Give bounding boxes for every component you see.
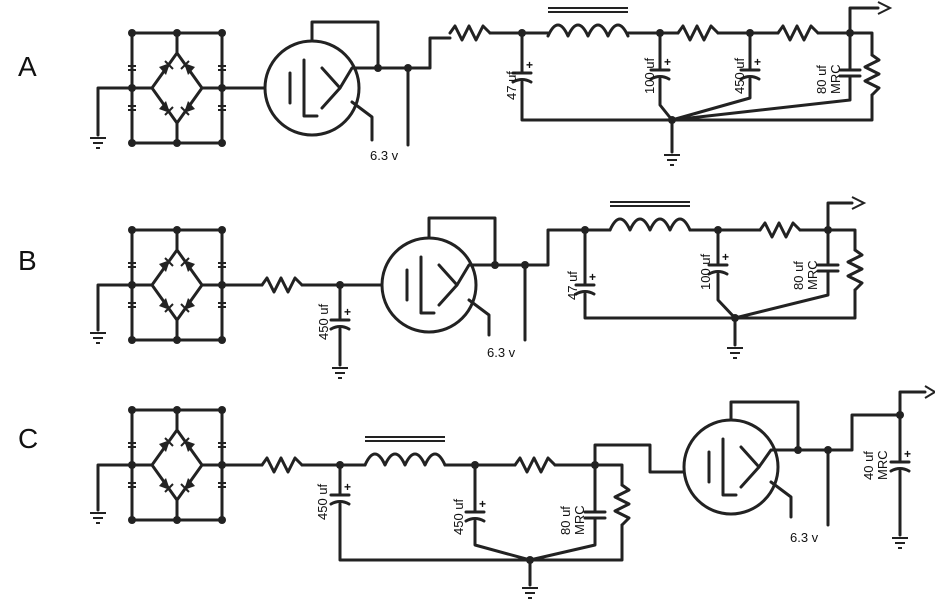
svg-text:+: +: [479, 497, 486, 511]
svg-text:+: +: [526, 58, 533, 72]
circuit-c-label: C: [18, 423, 38, 454]
cap-b-450: 450 uf: [316, 303, 331, 340]
cap-c-mrc: MRC: [572, 505, 587, 535]
heater-a-label: 6.3 v: [370, 148, 399, 163]
circuit-b-label: B: [18, 245, 37, 276]
cap-a-80: 80 uf: [814, 65, 829, 94]
svg-text:+: +: [664, 55, 671, 69]
cap-a-mrc: MRC: [828, 64, 843, 94]
cap-c-40: 40 uf: [861, 451, 876, 480]
cap-b-47: 47 uf: [565, 271, 580, 300]
cap-c-80: 80 uf: [558, 506, 573, 535]
cap-c-40-mrc: MRC: [875, 450, 890, 480]
svg-text:+: +: [589, 270, 596, 284]
svg-text:+: +: [722, 250, 729, 264]
cap-b-80: 80 uf: [791, 261, 806, 290]
heater-b-label: 6.3 v: [487, 345, 516, 360]
svg-text:+: +: [754, 55, 761, 69]
circuit-c: C + + 450 uf 450 uf 80 uf MRC 6.3 v: [18, 385, 935, 599]
cap-b-100: 100 uf: [698, 253, 713, 290]
cap-a-450: 450 uf: [732, 57, 747, 94]
svg-text:+: +: [344, 480, 351, 494]
cap-b-mrc: MRC: [805, 260, 820, 290]
heater-c-label: 6.3 v: [790, 530, 819, 545]
cap-a-100: 100 uf: [642, 57, 657, 94]
cap-a-47: 47 uf: [504, 71, 519, 100]
circuit-a: A 6.3 v + + + 47 uf 100 uf: [18, 1, 893, 166]
svg-text:+: +: [344, 305, 351, 319]
circuit-b: B + 450 uf 6.3 v + + 47 uf: [18, 196, 867, 379]
circuit-a-label: A: [18, 51, 37, 82]
cap-c-450-b: 450 uf: [451, 498, 466, 535]
cap-c-450-a: 450 uf: [315, 483, 330, 520]
svg-text:+: +: [904, 447, 911, 461]
